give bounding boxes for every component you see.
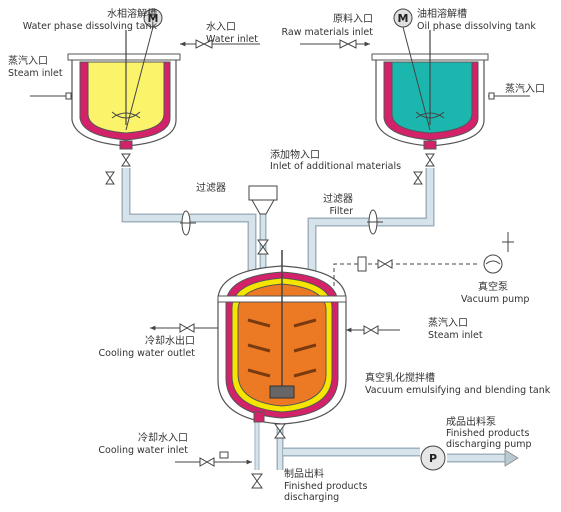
vacuum-pump-label-en: Vacuum pump [461, 294, 530, 305]
oil-phase-tank [371, 30, 489, 150]
vacuum-line [333, 232, 514, 286]
cooling-in-label-cn: 冷却水入口 [138, 433, 188, 444]
steam-inlet-main-en: Steam inlet [428, 330, 483, 341]
filter-right-label-cn: 过滤器 [323, 194, 353, 205]
oil-tank-label-cn: 油相溶解槽 [417, 9, 467, 20]
oil-motor-symbol: M [398, 12, 409, 25]
water-inlet-label-en: Water inlet [206, 34, 258, 45]
pipes [121, 168, 505, 470]
cooling-out-label-en: Cooling water outlet [98, 348, 195, 359]
discharge-arrow [504, 449, 519, 467]
product-pump-icon [420, 445, 446, 471]
water-phase-tank [67, 30, 181, 150]
discharging-label-en2: discharging [284, 492, 340, 503]
main-tank-label-en: Vacuum emulsifying and blending tank [365, 385, 551, 396]
steam-inlet-left-cn: 蒸汽入口 [8, 56, 48, 67]
steam-inlet-main-cn: 蒸汽入口 [428, 318, 468, 329]
filters [180, 209, 383, 236]
pump-symbol: P [429, 452, 437, 465]
steam-inlet-left-en: Steam inlet [8, 68, 63, 79]
main-tank-lines [150, 323, 400, 489]
finished-pump-label-en2: discharging pump [446, 439, 532, 450]
raw-materials-label-cn: 原料入口 [333, 14, 373, 25]
filter-right-label-en: Filter [329, 206, 353, 217]
cooling-in-label-en: Cooling water inlet [98, 445, 188, 456]
steam-inlet-right-cn: 蒸汽入口 [505, 84, 545, 95]
additional-label-cn: 添加物入口 [270, 150, 320, 161]
water-inlet-label-cn: 水入口 [206, 22, 236, 33]
water-motor-symbol: M [148, 12, 159, 25]
filter-left-label-cn: 过滤器 [196, 183, 226, 194]
oil-tank-label-en: Oil phase dissolving tank [417, 21, 536, 32]
vacuum-pump-icon [483, 254, 503, 274]
discharging-label-cn: 制品出料 [284, 469, 324, 480]
water-tank-label-cn: 水相溶解槽 [107, 9, 157, 20]
vacuum-pump-label-cn: 真空泵 [478, 282, 508, 293]
finished-pump-label-en1: Finished products [446, 428, 530, 439]
discharging-label-en1: Finished products [284, 481, 368, 492]
water-tank-label-en: Water phase dissolving tank [22, 21, 157, 32]
additional-label-en: Inlet of additional materials [270, 161, 402, 172]
raw-materials-label-en: Raw materials inlet [281, 27, 374, 38]
inlet-lines [30, 39, 530, 100]
cooling-out-label-cn: 冷却水出口 [145, 336, 195, 347]
main-tank-label-cn: 真空乳化搅拌槽 [365, 373, 435, 384]
finished-pump-label-cn: 成品出料泵 [446, 417, 496, 428]
additive-hopper [248, 185, 278, 255]
main-tank [217, 250, 347, 425]
outlet-valves [105, 153, 435, 185]
